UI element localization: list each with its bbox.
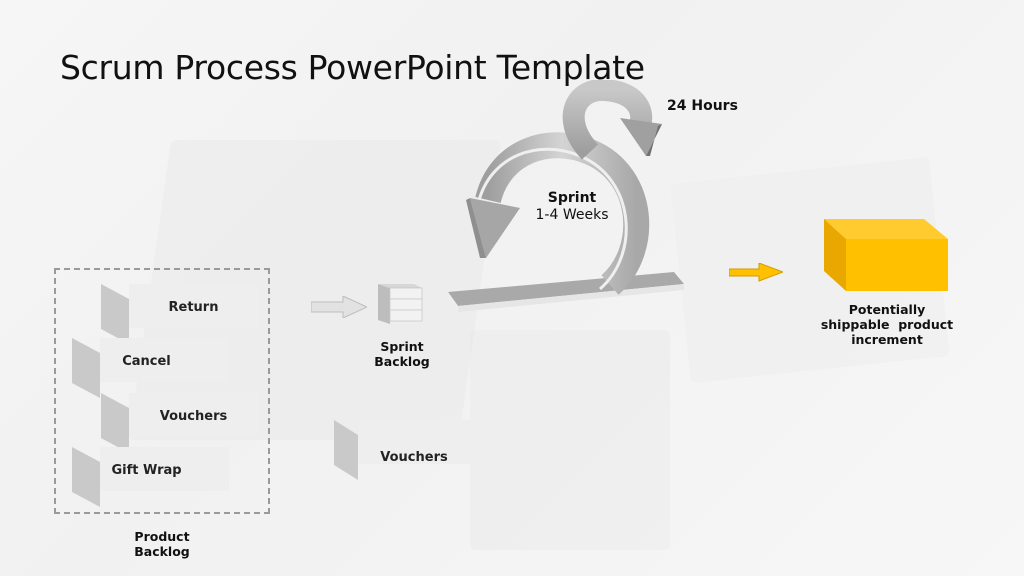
caption-line: Product bbox=[134, 529, 190, 544]
item-label: Gift Wrap bbox=[111, 463, 182, 478]
caption-line: Backlog bbox=[374, 354, 430, 369]
backlog-item-gift-wrap: Gift Wrap bbox=[72, 447, 229, 507]
product-increment-box-icon bbox=[824, 219, 948, 291]
caption-line: Backlog bbox=[134, 544, 190, 559]
sprint-cycle-arrow-icon bbox=[448, 80, 684, 312]
backlog-item-return: Return bbox=[101, 284, 258, 344]
caption-line: shippable product bbox=[820, 317, 954, 332]
caption-line: Potentially bbox=[848, 302, 926, 317]
background-tablet bbox=[470, 330, 670, 550]
increment-caption: Potentially shippable product increment bbox=[812, 302, 962, 347]
backlog-item-cancel: Cancel bbox=[72, 338, 229, 398]
arrow-right-icon bbox=[311, 296, 367, 318]
caption-line: Sprint bbox=[380, 339, 424, 354]
block-side bbox=[334, 420, 358, 480]
page-title: Scrum Process PowerPoint Template bbox=[60, 48, 645, 88]
item-label: Vouchers bbox=[159, 409, 228, 424]
item-label: Vouchers bbox=[380, 450, 448, 465]
item-label: Return bbox=[168, 300, 219, 315]
item-label: Cancel bbox=[122, 354, 171, 369]
arrow-right-yellow-icon bbox=[729, 263, 783, 282]
caption-line: increment bbox=[851, 332, 923, 347]
product-backlog-container bbox=[54, 268, 270, 514]
moving-item-vouchers: Vouchers bbox=[334, 420, 470, 480]
sprint-title: Sprint bbox=[547, 190, 597, 206]
backlog-item-vouchers: Vouchers bbox=[101, 393, 258, 453]
sprint-duration: 1-4 Weeks bbox=[535, 207, 609, 223]
daily-scrum-label: 24 Hours bbox=[667, 98, 738, 114]
sprint-label: Sprint 1-4 Weeks bbox=[527, 190, 617, 224]
product-backlog-caption: Product Backlog bbox=[122, 529, 202, 559]
sprint-backlog-caption: Sprint Backlog bbox=[362, 339, 442, 369]
sprint-backlog-stack-icon bbox=[378, 284, 423, 324]
